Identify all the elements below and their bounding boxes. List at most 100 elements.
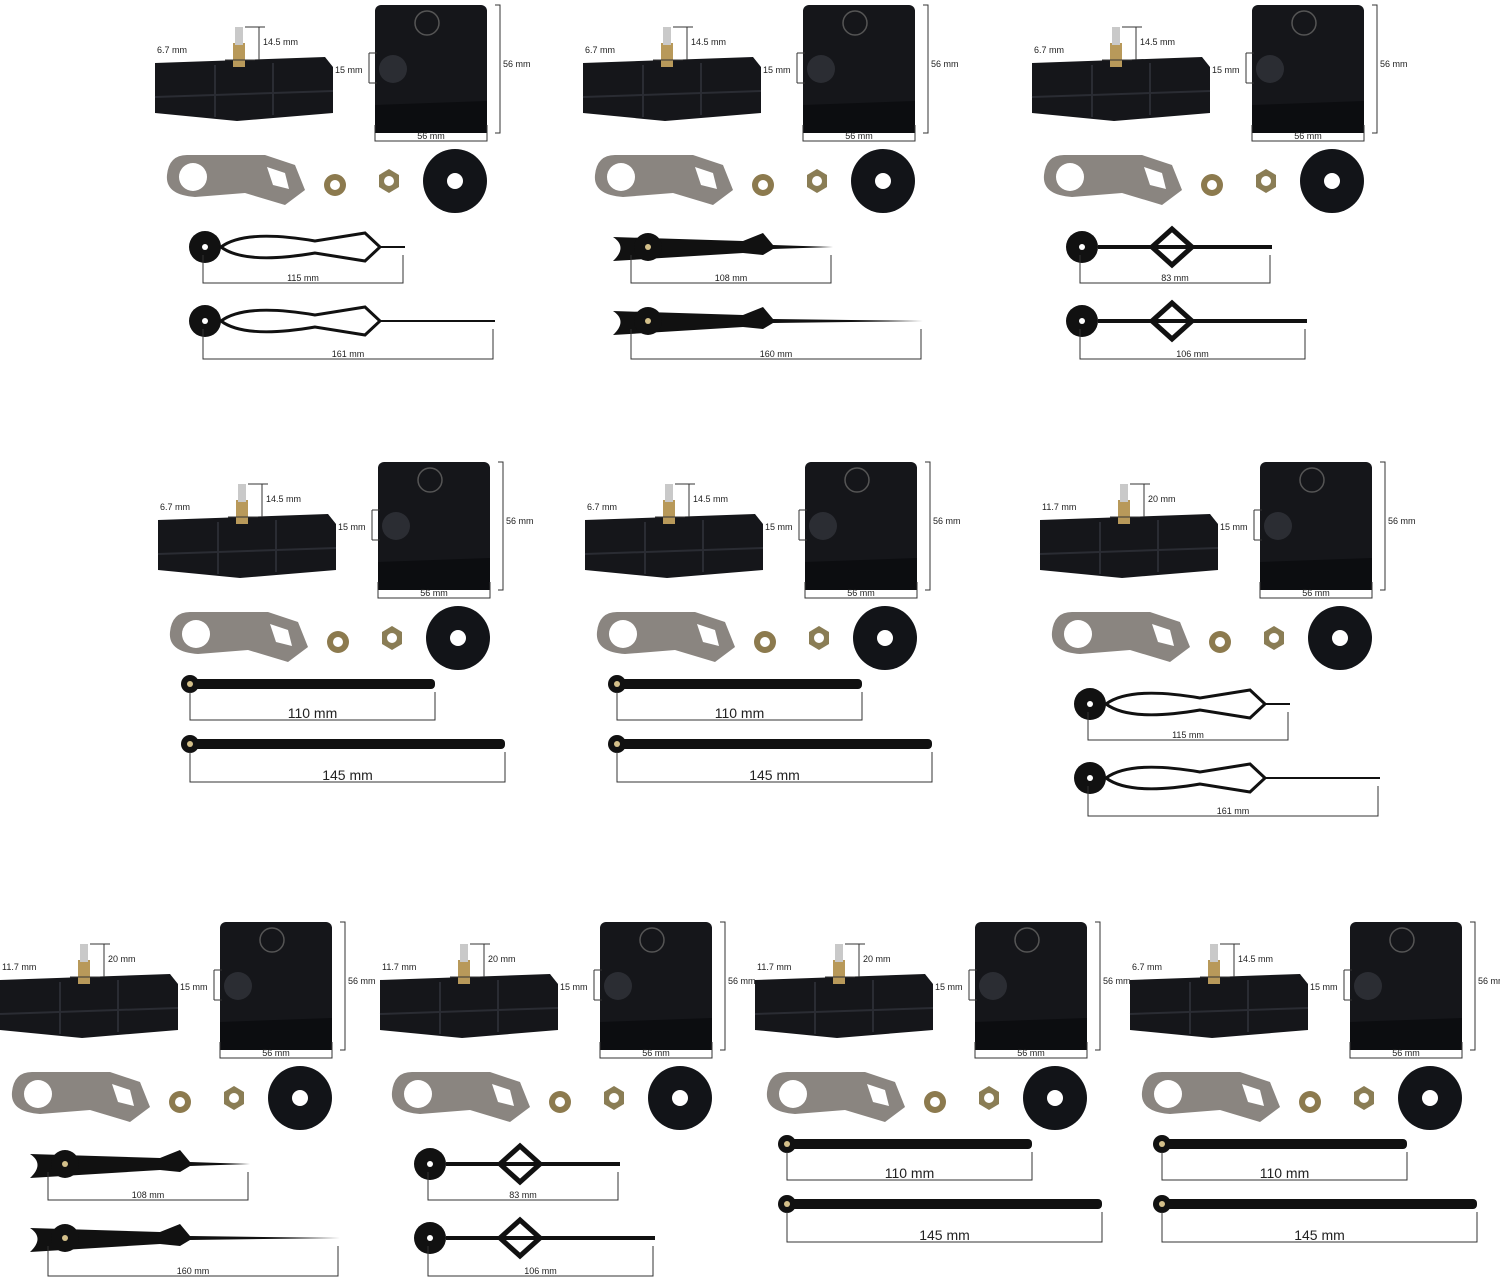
hex-nut-icon — [379, 169, 399, 193]
shaft-diameter-label: 11.7 mm — [2, 962, 36, 972]
depth-label: 15 mm — [1310, 982, 1338, 992]
shaft-diameter-label: 11.7 mm — [1042, 502, 1076, 512]
minute-hand — [1153, 1195, 1477, 1213]
clock-movement-icon — [1031, 27, 1211, 121]
brass-washer-icon — [1201, 174, 1223, 196]
clock-logo-icon — [414, 10, 440, 36]
rubber-gasket-icon — [423, 149, 487, 213]
height-label: 56 mm — [1380, 59, 1408, 69]
shaft-brass — [236, 500, 248, 524]
hour-hand-length-label: 115 mm — [287, 273, 319, 283]
rubber-gasket-icon — [851, 149, 915, 213]
clock-logo-icon — [1291, 10, 1317, 36]
minute-hand — [608, 735, 932, 753]
rubber-gasket-icon — [853, 606, 917, 670]
minute-hand — [30, 1224, 340, 1252]
brass-washer-icon — [324, 174, 346, 196]
shaft-tip — [663, 27, 671, 45]
hex-nut-icon — [807, 169, 827, 193]
minute-hand — [613, 307, 923, 335]
minute-hand — [414, 1216, 655, 1260]
shaft-tip — [835, 944, 843, 962]
hanger-bracket-icon — [766, 1072, 905, 1122]
clock-movement-icon — [0, 944, 179, 1038]
shaft-diameter-label: 11.7 mm — [382, 962, 416, 972]
height-label: 56 mm — [933, 516, 961, 526]
height-label: 56 mm — [348, 976, 376, 986]
movement-back-view — [378, 462, 490, 590]
hour-hand-length-label: 115 mm — [1172, 730, 1204, 740]
shaft-brass — [661, 43, 673, 67]
battery-knob — [1354, 972, 1382, 1000]
shaft-length-label: 14.5 mm — [263, 37, 298, 47]
depth-label: 15 mm — [1220, 522, 1248, 532]
hanger-bracket-icon — [169, 612, 308, 662]
minute-hand-length-label: 145 mm — [749, 767, 800, 783]
shaft-diameter-label: 6.7 mm — [160, 502, 190, 512]
clock-logo-icon — [844, 467, 870, 493]
hanger-bracket-icon — [391, 1072, 530, 1122]
depth-label: 15 mm — [765, 522, 793, 532]
shaft-brass — [1110, 43, 1122, 67]
hanger-bracket-icon — [1051, 612, 1190, 662]
depth-label: 15 mm — [935, 982, 963, 992]
movement-back-view — [600, 922, 712, 1050]
height-label: 56 mm — [1388, 516, 1416, 526]
rubber-gasket-icon — [268, 1066, 332, 1130]
movement-back-view — [1350, 922, 1462, 1050]
hour-hand — [608, 675, 862, 693]
minute-hand — [1074, 762, 1380, 794]
width-label: 56 mm — [1017, 1048, 1045, 1058]
width-label: 56 mm — [642, 1048, 670, 1058]
clock-logo-icon — [259, 927, 285, 953]
brass-washer-icon — [754, 631, 776, 653]
shaft-tip — [235, 27, 243, 45]
shaft-tip — [1120, 484, 1128, 502]
shaft-diameter-label: 6.7 mm — [1132, 962, 1162, 972]
battery-knob — [224, 972, 252, 1000]
depth-label: 15 mm — [560, 982, 588, 992]
clock-logo-icon — [1389, 927, 1415, 953]
movement-back-view — [805, 462, 917, 590]
battery-knob — [604, 972, 632, 1000]
height-label: 56 mm — [503, 59, 531, 69]
minute-hand-length-label: 145 mm — [322, 767, 373, 783]
clock-logo-icon — [417, 467, 443, 493]
hanger-bracket-icon — [594, 155, 733, 205]
brass-washer-icon — [1209, 631, 1231, 653]
clock-movement-icon — [582, 27, 762, 121]
movement-back-view — [1260, 462, 1372, 590]
clock-movement-icon — [1129, 944, 1309, 1038]
minute-hand-length-label: 160 mm — [760, 349, 793, 359]
width-label: 56 mm — [1302, 588, 1330, 598]
clock-movement-icon — [754, 944, 934, 1038]
hour-hand — [189, 231, 405, 263]
width-label: 56 mm — [417, 131, 445, 141]
battery-knob — [379, 55, 407, 83]
width-label: 56 mm — [262, 1048, 290, 1058]
rubber-gasket-icon — [1023, 1066, 1087, 1130]
rubber-gasket-icon — [1398, 1066, 1462, 1130]
width-label: 56 mm — [1294, 131, 1322, 141]
shaft-brass — [1118, 500, 1130, 524]
depth-label: 15 mm — [338, 522, 366, 532]
hex-nut-icon — [809, 626, 829, 650]
minute-hand — [1066, 299, 1307, 343]
rubber-gasket-icon — [648, 1066, 712, 1130]
shaft-brass — [78, 960, 90, 984]
battery-knob — [807, 55, 835, 83]
hour-hand — [30, 1150, 250, 1178]
shaft-length-label: 20 mm — [488, 954, 516, 964]
minute-hand — [778, 1195, 1102, 1213]
hour-hand-length-label: 83 mm — [1161, 273, 1189, 283]
clock-movement-icon — [1039, 484, 1219, 578]
